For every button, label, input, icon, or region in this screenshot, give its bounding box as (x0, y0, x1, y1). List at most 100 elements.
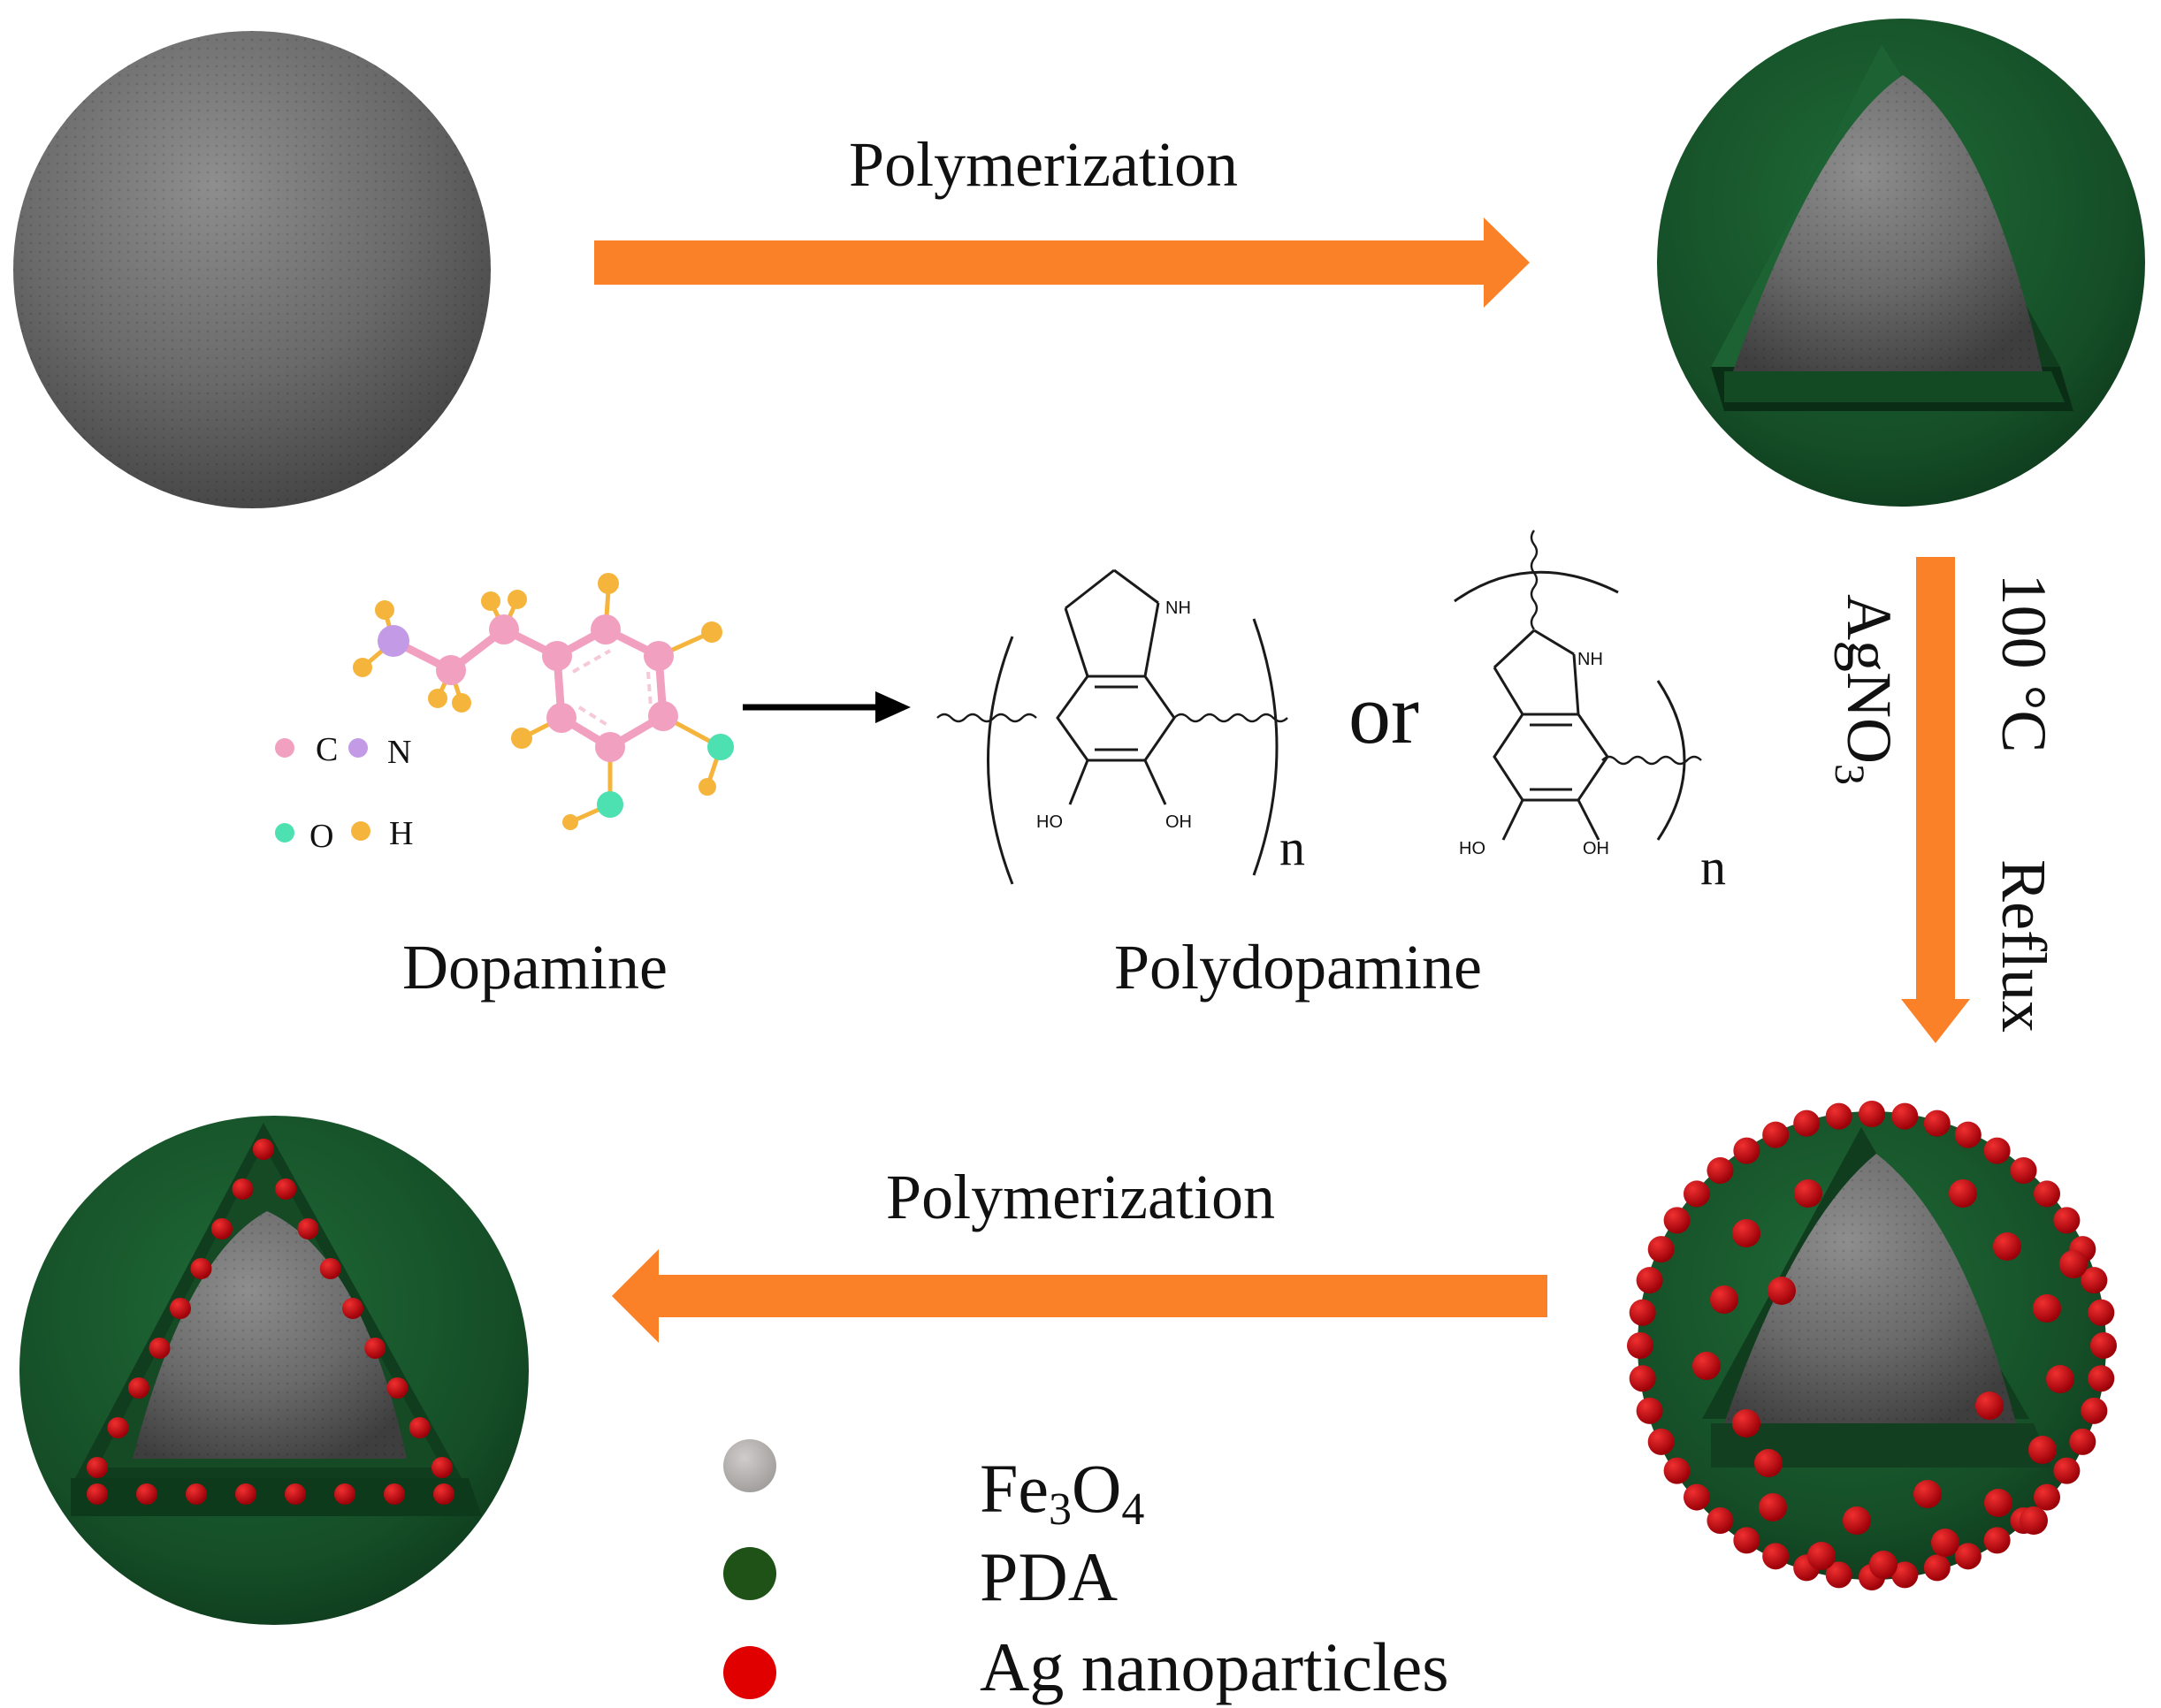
ag-nanoparticle (186, 1483, 207, 1505)
fe3o4-pda-cutaway-sphere (1657, 19, 2145, 507)
fe3o4-pda-ag-sphere (1627, 1101, 2117, 1590)
reflux-label: Reflux (1989, 859, 2059, 1033)
ag-nanoparticle (253, 1139, 274, 1160)
ag-nanoparticle (232, 1178, 254, 1200)
oh-label-b: OH (1583, 839, 1609, 858)
ag-nanoparticle (1707, 1156, 1734, 1184)
ag-nanoparticle (2046, 1365, 2074, 1393)
ag-nanoparticle (1859, 1101, 1885, 1127)
ag-nanoparticle (2028, 1436, 2057, 1464)
nitrogen-dot (348, 738, 368, 758)
repeat-n-a: n (1279, 819, 1305, 876)
ag-nanoparticle (1913, 1480, 1942, 1508)
ag-nanoparticle (1732, 1219, 1760, 1247)
ag-nanoparticle (1732, 1409, 1760, 1437)
ag-nanoparticle (107, 1417, 129, 1438)
ag-nanoparticle (384, 1483, 405, 1505)
ag-nanoparticle (364, 1338, 386, 1359)
ag-nanoparticle (1768, 1277, 1796, 1305)
ag-nanoparticle (1663, 1207, 1691, 1234)
ag-nanoparticle (1891, 1102, 1919, 1130)
ag-nanoparticle (433, 1483, 454, 1505)
ag-nanoparticle (2088, 1299, 2115, 1326)
ag-nanoparticle (1807, 1542, 1836, 1570)
ag-nanoparticle (235, 1483, 256, 1505)
ag-nanoparticle (1733, 1137, 1760, 1164)
reaction-arrow (743, 691, 911, 723)
ag-nanoparticle (1993, 1232, 2021, 1261)
ag-nanoparticle (2010, 1156, 2037, 1184)
pda-legend-swatch (723, 1547, 776, 1600)
oxygen-dot (275, 823, 294, 843)
ag-nanoparticle (1983, 1527, 2011, 1554)
atom-legend: C N O H (275, 731, 413, 855)
ag-nanoparticle (285, 1483, 306, 1505)
ag-nanoparticle (2033, 1294, 2061, 1323)
ag-nanoparticle (1707, 1507, 1734, 1535)
ag-nanoparticle (1663, 1457, 1691, 1484)
atom-o-label: O (309, 818, 333, 855)
nh-label-b: NH (1577, 650, 1603, 669)
ag-nanoparticle (334, 1483, 355, 1505)
ag-nanoparticle (211, 1218, 233, 1239)
fe3o4-legend-swatch (723, 1439, 776, 1492)
ag-nanoparticle (2090, 1332, 2117, 1359)
fe3o4-pda-ag-pda-sphere (19, 1116, 529, 1625)
ag-nanoparticle (1710, 1285, 1738, 1314)
ag-nanoparticle (2053, 1457, 2081, 1484)
ag-nanoparticle (1931, 1529, 1959, 1557)
ag-nanoparticle (190, 1258, 212, 1279)
ag-nanoparticles-inner-layer (87, 1139, 454, 1505)
polydopamine-structure-b: NH HO OH n (1454, 530, 1726, 896)
ag-nanoparticle (2081, 1267, 2108, 1294)
ag-nanoparticle (1975, 1392, 2004, 1420)
repeat-n-b: n (1700, 838, 1726, 896)
polydopamine-label: Polydopamine (1114, 932, 1482, 1003)
ag-nanoparticle (1647, 1236, 1675, 1263)
ag-nanoparticle (170, 1298, 191, 1319)
ag-nanoparticle (1647, 1428, 1675, 1455)
ag-nanoparticle (2088, 1365, 2115, 1392)
atom-n-label: N (387, 734, 411, 771)
ag-nanoparticle (1923, 1109, 1951, 1137)
ag-legend-swatch (723, 1646, 776, 1699)
dopamine-label: Dopamine (402, 932, 668, 1003)
ag-nanoparticle (87, 1457, 108, 1478)
ag-nanoparticle (1825, 1102, 1852, 1130)
bottom-arrow-label: Polymerization (886, 1162, 1275, 1232)
material-legend: Fe3O4 PDA Ag nanoparticles (723, 1439, 1449, 1705)
ag-nanoparticle (1793, 1109, 1821, 1137)
ag-nanoparticle (128, 1377, 149, 1399)
ag-nanoparticle (1759, 1493, 1787, 1521)
ag-nanoparticle (1825, 1561, 1852, 1589)
hydrogen-dot (351, 821, 370, 841)
temperature-label: 100 °C (1989, 574, 2059, 753)
reflux-arrow-down (1901, 557, 1970, 1043)
ag-legend-label: Ag nanoparticles (980, 1628, 1449, 1705)
atom-c-label: C (316, 731, 338, 768)
ag-nanoparticle (2081, 1397, 2108, 1424)
ag-nanoparticle (297, 1218, 319, 1239)
fe3o4-core-sphere (13, 31, 491, 508)
pda-legend-label: PDA (980, 1538, 1118, 1615)
ag-nanoparticle (431, 1457, 453, 1478)
ag-nanoparticle (1983, 1137, 2011, 1164)
ag-nanoparticle (1627, 1332, 1653, 1359)
ag-nanoparticle (1683, 1483, 1710, 1511)
ag-nanoparticle (1954, 1543, 1982, 1570)
polydopamine-structure-a: NH HO OH n (936, 568, 1305, 885)
ag-nanoparticle (1636, 1397, 1663, 1424)
ag-nanoparticle (386, 1377, 409, 1399)
ag-nanoparticle (319, 1258, 341, 1279)
ag-nanoparticle (2069, 1428, 2096, 1455)
ag-nanoparticle (2059, 1250, 2088, 1278)
ag-nanoparticle (1683, 1180, 1710, 1208)
ag-nanoparticle (1629, 1299, 1656, 1326)
dopamine-molecule (353, 573, 734, 830)
ag-nanoparticle (1794, 1179, 1822, 1208)
ho-label-a: HO (1036, 812, 1063, 832)
ag-nanoparticle (409, 1417, 431, 1438)
ag-nanoparticle (1762, 1543, 1790, 1570)
ag-nanoparticle (2053, 1207, 2081, 1234)
